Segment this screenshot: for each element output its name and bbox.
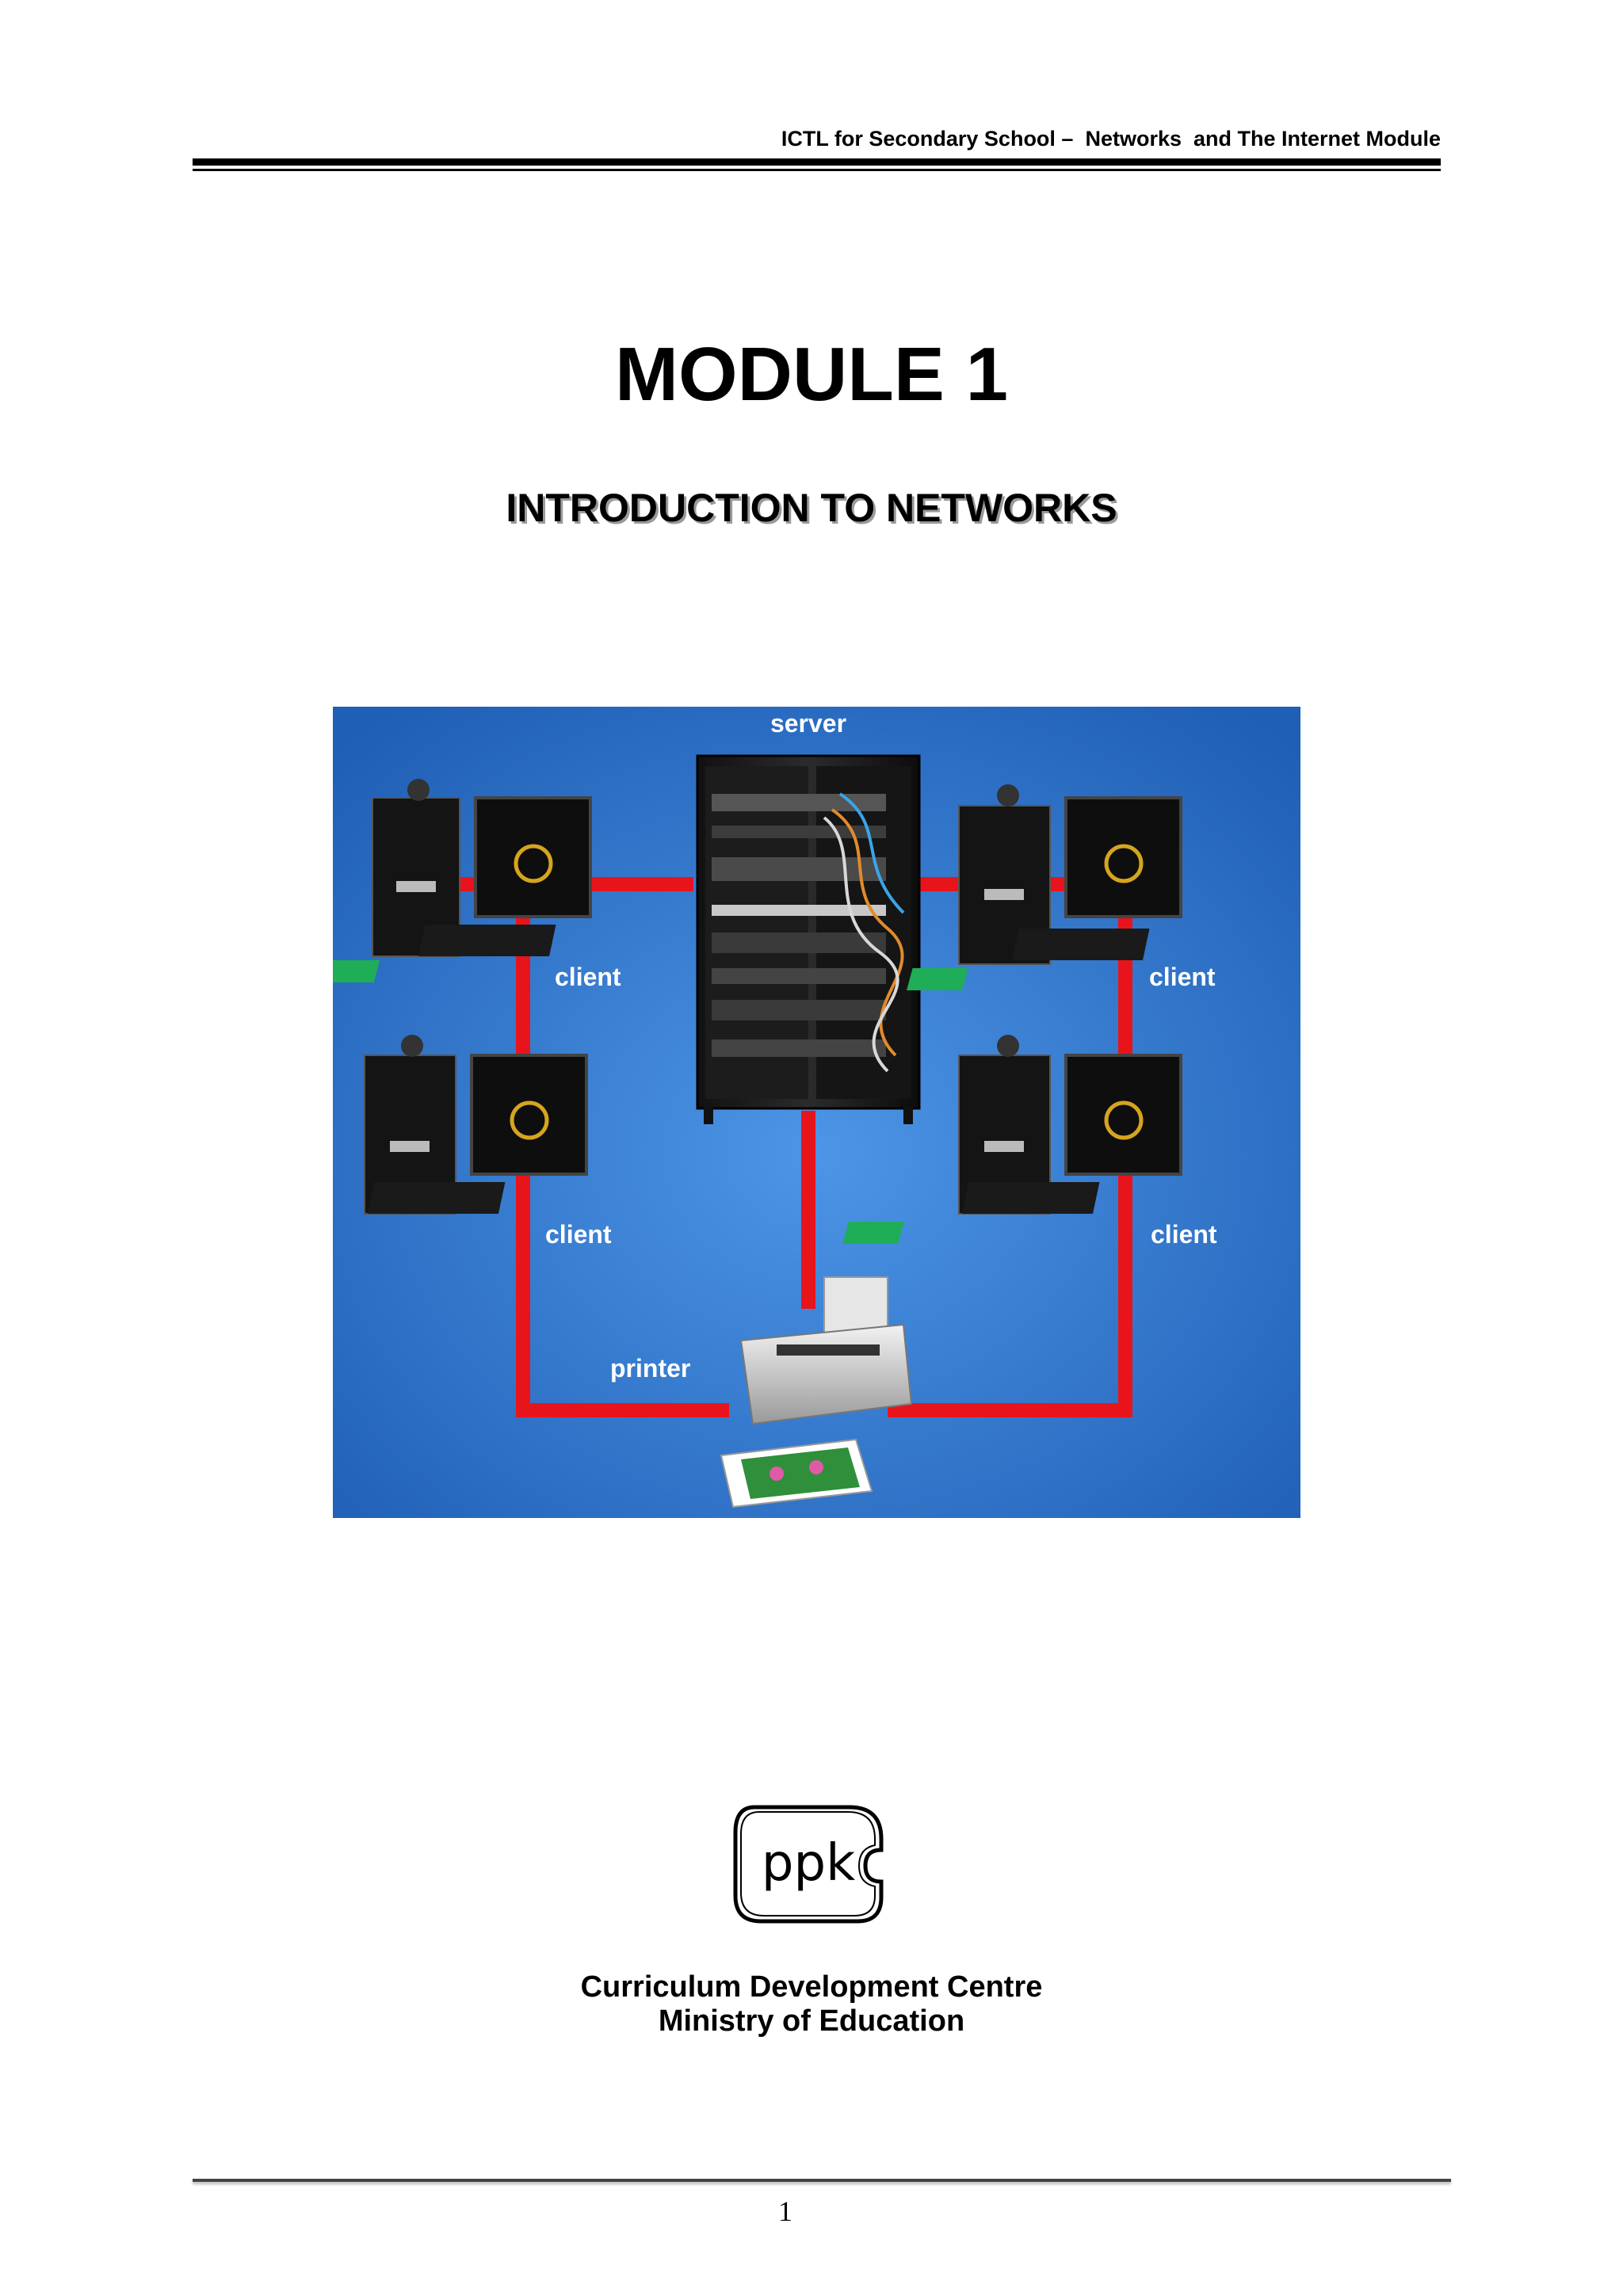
header-rule-thin bbox=[193, 169, 1441, 171]
server-rack bbox=[696, 754, 921, 1124]
client-top-right-label: client bbox=[1149, 963, 1216, 991]
module-title: MODULE 1 bbox=[614, 332, 1009, 417]
printer bbox=[720, 1276, 913, 1508]
network-diagram: server client client client bbox=[333, 707, 1300, 1518]
module-subtitle: INTRODUCTION TO NETWORKS bbox=[506, 486, 1117, 530]
client-top-left bbox=[333, 779, 592, 982]
client-bottom-left-label: client bbox=[545, 1220, 612, 1249]
client-top-right bbox=[907, 784, 1182, 990]
printer-label: printer bbox=[610, 1354, 690, 1383]
header-rule bbox=[193, 158, 1441, 166]
running-header: ICTL for Secondary School – Networks and… bbox=[781, 127, 1441, 151]
client-bottom-left bbox=[364, 1035, 588, 1215]
ppk-logo-text: ppk bbox=[762, 1834, 855, 1893]
client-bottom-right-label: client bbox=[1151, 1220, 1217, 1249]
client-bottom-right bbox=[842, 1035, 1182, 1244]
ministry-name: Ministry of Education bbox=[658, 2004, 965, 2038]
server-label: server bbox=[770, 709, 846, 738]
link-bottom-right bbox=[888, 1182, 1132, 1417]
footer-rule bbox=[193, 2179, 1451, 2182]
organization-name: Curriculum Development Centre bbox=[580, 1970, 1043, 2004]
page-number: 1 bbox=[778, 2195, 792, 2227]
client-top-left-label: client bbox=[555, 963, 621, 991]
ppk-logo: ppk bbox=[733, 1805, 884, 1924]
